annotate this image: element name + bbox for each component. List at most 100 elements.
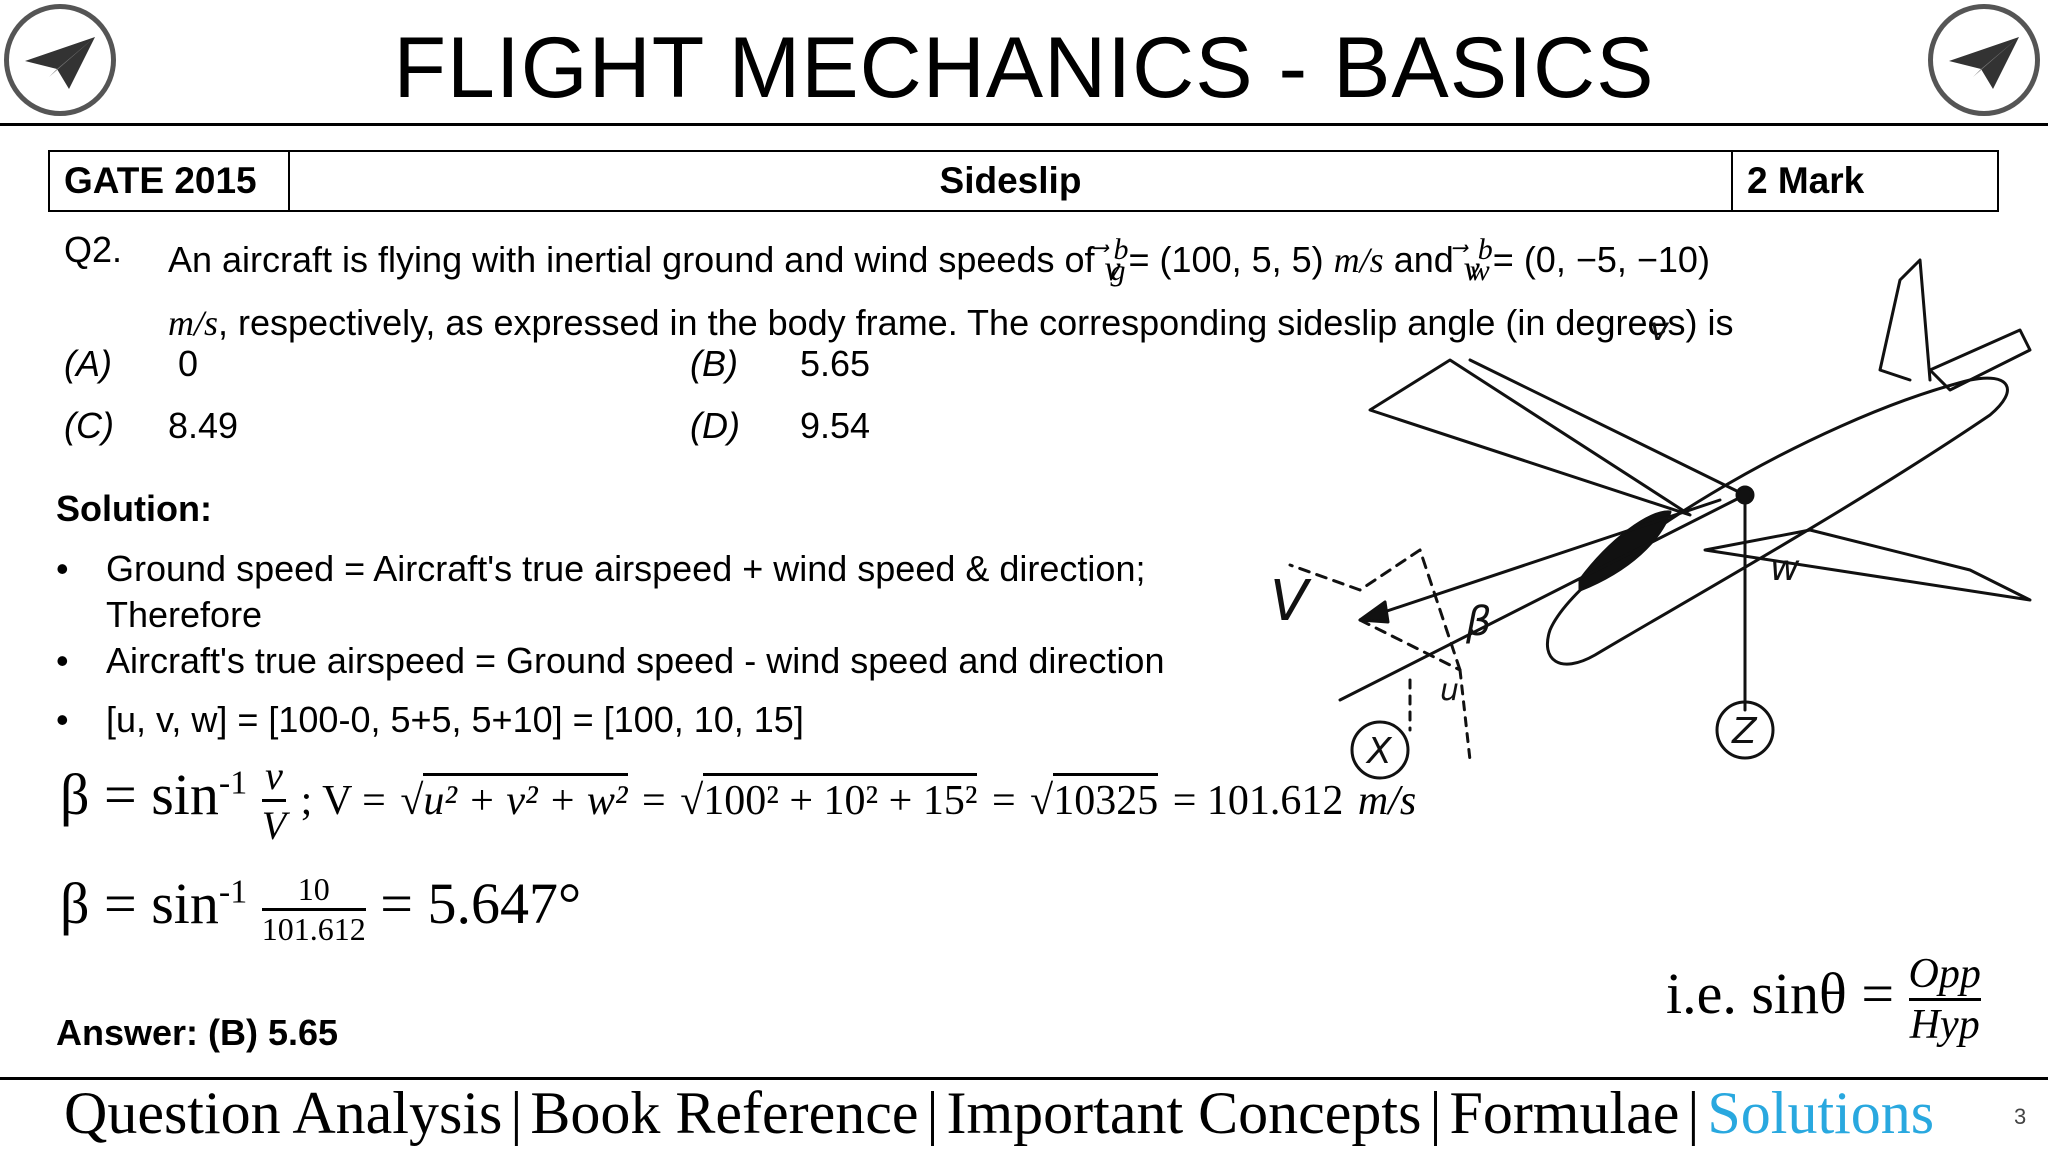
cockpit — [1578, 510, 1672, 592]
vw-vector: ⃗vwb — [1463, 233, 1493, 288]
footer-link-question-analysis[interactable]: Question Analysis — [64, 1080, 503, 1146]
eq1-radical-3: 10325 — [1053, 772, 1159, 824]
exam-cell: GATE 2015 — [48, 150, 290, 212]
eq2-numerator: 10 — [261, 871, 366, 912]
sketch-label-v: v — [1650, 310, 1670, 348]
option-d: (D) 9.54 — [690, 400, 870, 452]
y-axis — [1468, 358, 1747, 497]
question-text: An aircraft is flying with inertial grou… — [168, 224, 1888, 349]
topic-cell: Sideslip — [288, 150, 1733, 212]
option-a-label: (A) — [64, 343, 112, 384]
sketch-label-u: u — [1440, 673, 1459, 708]
option-b-value: 5.65 — [800, 343, 871, 384]
velocity-vector — [1358, 498, 1722, 622]
eq2-beta: β = sin — [60, 871, 219, 936]
paper-plane-icon — [1949, 37, 2019, 89]
vertical-tail — [1878, 258, 1932, 382]
option-a: (A) 0 — [64, 338, 198, 390]
eq1-inverse: -1 — [218, 764, 248, 802]
footer-separator: | — [926, 1080, 939, 1146]
paper-plane-icon — [25, 37, 95, 89]
z-axis-circle — [1715, 700, 1775, 760]
sketch-label-z: Z — [1731, 711, 1758, 752]
unit-ms: m/s — [1333, 240, 1384, 280]
footer-link-solutions[interactable]: Solutions — [1707, 1080, 1935, 1146]
ie-prefix: i.e. sinθ = — [1666, 960, 1895, 1026]
footer-link-important-concepts[interactable]: Important Concepts — [946, 1080, 1422, 1146]
eq1-beta: β = sin — [60, 761, 219, 827]
question-text-b: , respectively, as expressed in the body… — [218, 302, 1734, 344]
option-d-label: (D) — [690, 405, 740, 446]
eq2-inverse: -1 — [218, 873, 248, 911]
eq1-numerator: v — [261, 752, 287, 802]
eq1-radical-2: 100² + 10² + 15² — [703, 772, 978, 824]
option-b-label: (B) — [690, 343, 738, 384]
marks-cell: 2 Mark — [1731, 150, 1999, 212]
unit-ms-2: m/s — [168, 303, 219, 344]
eq1-result: = 101.612 — [1172, 777, 1344, 824]
header-divider — [0, 123, 2048, 126]
footer-divider — [0, 1077, 2048, 1080]
footer-separator: | — [1429, 1080, 1442, 1146]
logo-right — [1928, 4, 2040, 116]
eq1-radical-1: u² + v² + w² — [423, 772, 628, 824]
aircraft-sketch: V w v u β X Z — [1270, 258, 2032, 780]
option-b: (B) 5.65 — [690, 338, 870, 390]
eq1-equals: = — [642, 777, 666, 824]
eq2-denominator: 101.612 — [261, 911, 366, 948]
bullet-text: [u, v, w] = [100-0, 5+5, 5+10] = [100, 1… — [106, 699, 804, 740]
bullet-item: •Ground speed = Aircraft's true airspeed… — [56, 548, 1146, 589]
page-title: FLIGHT MECHANICS - BASICS — [393, 20, 1655, 116]
fuselage — [1545, 376, 2009, 666]
vw-value: = (0, −5, −10) — [1492, 239, 1710, 280]
bullet-item: •Aircraft's true airspeed = Ground speed… — [56, 640, 1165, 681]
eq1-mid: ; V = — [300, 777, 386, 824]
wing-right — [1703, 528, 2032, 602]
solution-heading: Solution: — [56, 488, 212, 529]
sketch-label-beta: β — [1465, 599, 1492, 645]
velocity-construction — [1288, 548, 1462, 672]
x-axis-circle — [1350, 720, 1410, 780]
bullet-text: Therefore — [106, 594, 263, 635]
ie-numerator: Opp — [1908, 950, 1981, 1001]
ie-denominator: Hyp — [1909, 1002, 1980, 1048]
bullet-text: Ground speed = Aircraft's true airspeed … — [106, 548, 1146, 589]
option-c-value: 8.49 — [168, 405, 239, 446]
eq2-result: = 5.647° — [380, 871, 582, 936]
answer: Answer: (B) 5.65 — [56, 1012, 339, 1053]
velocity-arrowhead — [1358, 600, 1390, 624]
question-meta-table: GATE 2015 Sideslip 2 Mark — [48, 150, 1999, 212]
footer-link-book-reference[interactable]: Book Reference — [530, 1080, 919, 1146]
question-and: and — [1393, 239, 1454, 280]
question-text-a: An aircraft is flying with inertial grou… — [168, 239, 1095, 280]
footer-link-formulae[interactable]: Formulae — [1449, 1080, 1680, 1146]
footer-nav: Question Analysis|Book Reference|Importa… — [64, 1076, 1934, 1150]
sketch-label-w: w — [1770, 548, 1800, 589]
vg-vector: ⃗vgb — [1104, 233, 1129, 288]
logo-left — [4, 4, 116, 116]
wing-left — [1368, 358, 1692, 517]
footer-separator: | — [1687, 1080, 1700, 1146]
bullet-continuation: Therefore — [56, 592, 1256, 638]
sketch-label-V: V — [1270, 569, 1312, 634]
option-c-label: (C) — [64, 405, 114, 446]
page-number: 3 — [2014, 1104, 2027, 1129]
eq1-equals-2: = — [991, 777, 1016, 824]
option-d-value: 9.54 — [800, 405, 871, 446]
eq1-denominator: V — [261, 803, 287, 848]
option-a-value: 0 — [178, 343, 199, 384]
question-number: Q2. — [64, 229, 123, 270]
eq1-unit: m/s — [1357, 777, 1417, 824]
dashed-guides — [1408, 668, 1472, 762]
cg-point — [1735, 485, 1755, 505]
bullet-text: Aircraft's true airspeed = Ground speed … — [106, 640, 1165, 681]
sketch-label-x: X — [1365, 731, 1393, 772]
option-c: (C) 8.49 — [64, 400, 238, 452]
bullet-item: •[u, v, w] = [100-0, 5+5, 5+10] = [100, … — [56, 699, 804, 740]
